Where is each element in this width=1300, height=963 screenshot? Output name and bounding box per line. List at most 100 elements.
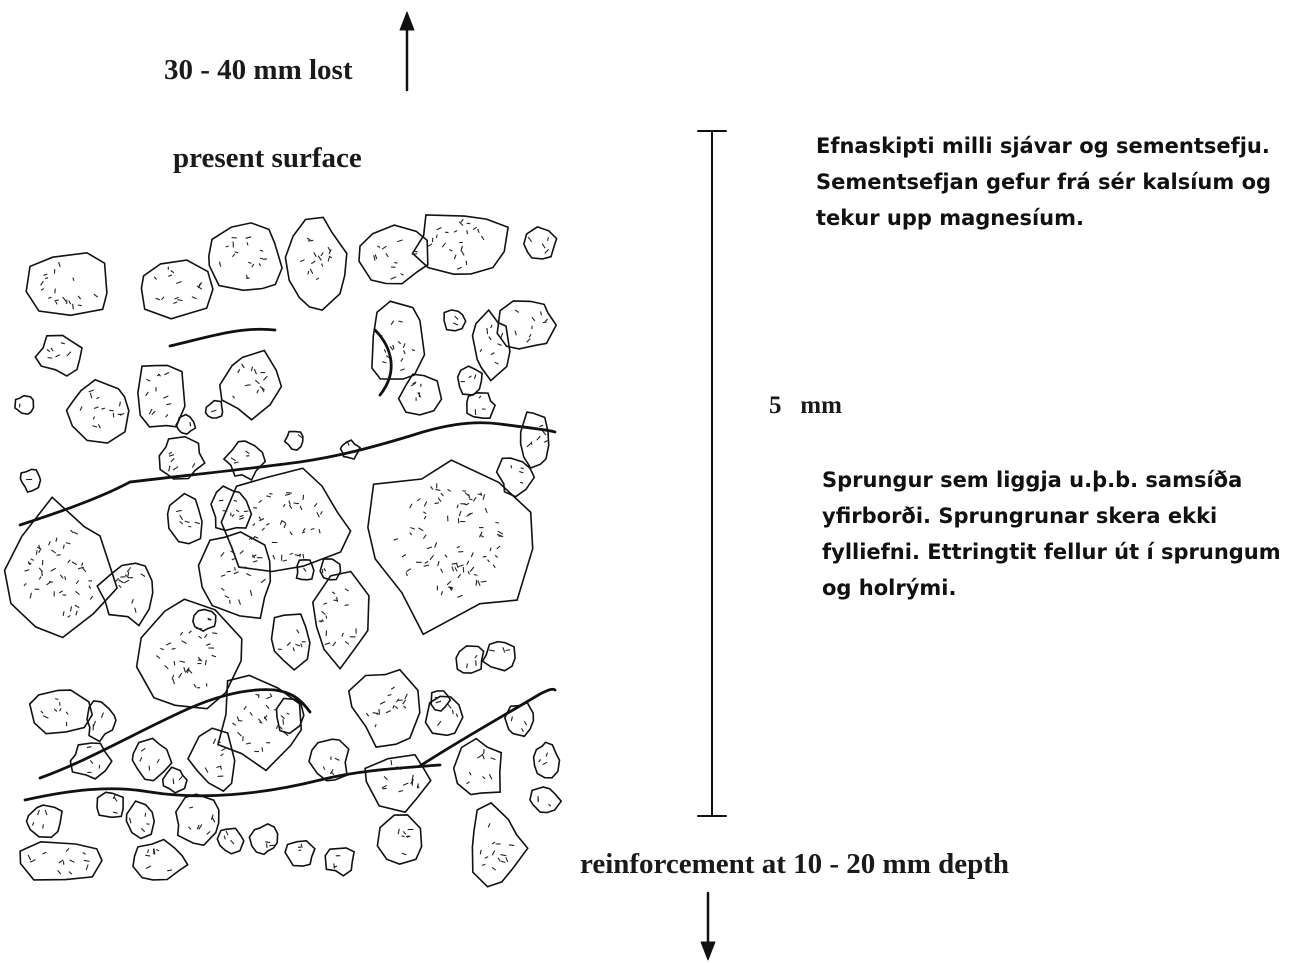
aggregate-speckle: [386, 711, 391, 713]
aggregate-speckle: [226, 246, 229, 247]
aggregate-speckle: [324, 568, 326, 571]
aggregate-particle: [193, 610, 216, 632]
aggregate-speckle: [524, 721, 526, 725]
aggregate-speckle: [221, 588, 224, 591]
aggregate-speckle: [296, 644, 301, 646]
aggregate-speckle: [497, 546, 500, 549]
aggregate-speckle: [231, 840, 234, 844]
aggregate-speckle: [541, 312, 542, 316]
aggregate-speckle: [212, 655, 216, 657]
aggregate-speckle: [427, 547, 432, 549]
aggregate-particle: [137, 599, 242, 708]
aggregate-speckle: [402, 836, 405, 837]
aggregate-speckle: [68, 560, 71, 563]
aggregate-speckle: [435, 542, 437, 547]
aggregate-speckle: [318, 256, 321, 261]
aggregate-speckle: [172, 648, 176, 649]
aggregate-speckle: [156, 850, 159, 851]
aggregate-speckle: [244, 511, 248, 512]
aggregate-speckle: [224, 836, 225, 840]
aggregate-speckle: [30, 593, 31, 599]
aggregate-speckle: [303, 554, 304, 559]
aggregate-speckle: [39, 550, 41, 553]
aggregate-speckle: [415, 251, 418, 252]
aggregate-speckle: [403, 700, 406, 704]
aggregate-speckle: [169, 455, 174, 457]
aggregate-speckle: [479, 396, 481, 398]
aggregate-speckle: [304, 568, 307, 571]
lost-material-label: 30 - 40 mm lost: [164, 54, 352, 87]
aggregate-speckle: [221, 748, 226, 751]
aggregate-speckle: [470, 567, 474, 572]
aggregate-speckle: [42, 852, 46, 854]
aggregate-particle: [454, 739, 502, 795]
aggregate-speckle: [109, 410, 113, 411]
aggregate-speckle: [269, 845, 275, 846]
aggregate-speckle: [48, 297, 51, 298]
aggregate-speckle: [384, 349, 385, 352]
aggregate-speckle: [495, 523, 498, 524]
aggregate-speckle: [71, 530, 73, 533]
aggregate-speckle: [87, 747, 92, 748]
aggregate-speckle: [375, 724, 376, 727]
aggregate-speckle: [386, 253, 388, 257]
aggregate-speckle: [295, 555, 298, 556]
aggregate-speckle: [441, 493, 444, 496]
aggregate-speckle: [328, 256, 330, 261]
aggregate-speckle: [132, 599, 134, 603]
aggregate-speckle: [290, 553, 293, 554]
aggregate-speckle: [398, 829, 399, 834]
aggregate-speckle: [43, 716, 48, 718]
aggregate-speckle: [487, 328, 488, 334]
aggregate-particle: [199, 532, 271, 618]
aggregate-speckle: [82, 567, 86, 571]
aggregate-speckle: [245, 385, 251, 386]
aggregate-speckle: [501, 333, 503, 338]
aggregate-speckle: [410, 528, 415, 530]
aggregate-speckle: [192, 297, 197, 299]
aggregate-speckle: [391, 277, 396, 279]
aggregate-speckle: [259, 719, 262, 722]
aggregate-speckle: [236, 510, 239, 512]
aggregate-speckle: [163, 396, 168, 398]
aggregate-speckle: [399, 321, 403, 322]
aggregate-speckle: [58, 870, 61, 874]
aggregate-speckle: [467, 561, 469, 565]
aggregate-speckle: [264, 376, 268, 380]
aggregate-speckle: [130, 818, 131, 824]
aggregate-speckle: [239, 599, 241, 604]
aggregate-speckle: [221, 552, 224, 556]
aggregate-speckle: [284, 523, 286, 528]
aggregate-speckle: [412, 254, 417, 255]
aggregate-speckle: [380, 702, 385, 705]
aggregate-particle: [87, 701, 116, 742]
aggregate-speckle: [168, 275, 172, 276]
aggregate-speckle: [207, 831, 210, 834]
aggregate-particle: [530, 787, 561, 813]
aggregate-speckle: [244, 706, 246, 710]
aggregate-speckle: [213, 739, 215, 744]
aggregate-speckle: [145, 855, 150, 856]
aggregate-speckle: [489, 774, 492, 779]
aggregate-speckle: [59, 591, 63, 593]
aggregate-speckle: [31, 559, 34, 561]
aggregate-speckle: [234, 462, 239, 463]
aggregate-speckle: [239, 518, 244, 520]
aggregate-speckle: [283, 504, 285, 507]
aggregate-speckle: [226, 831, 228, 835]
aggregate-speckle: [246, 574, 251, 576]
aggregate-particle: [176, 415, 195, 435]
aggregate-speckle: [173, 779, 174, 785]
aggregate-speckle: [311, 529, 315, 530]
aggregate-speckle: [184, 667, 186, 672]
aggregate-speckle: [152, 411, 156, 415]
aggregate-speckle: [401, 274, 404, 276]
aggregate-speckle: [459, 511, 461, 516]
aggregate-speckle: [169, 466, 170, 472]
aggregate-speckle: [391, 687, 395, 689]
aggregate-speckle: [511, 717, 512, 722]
aggregate-speckle: [441, 591, 442, 595]
aggregate-particle: [20, 469, 40, 492]
aggregate-speckle: [345, 589, 349, 591]
aggregate-particle: [377, 815, 421, 864]
